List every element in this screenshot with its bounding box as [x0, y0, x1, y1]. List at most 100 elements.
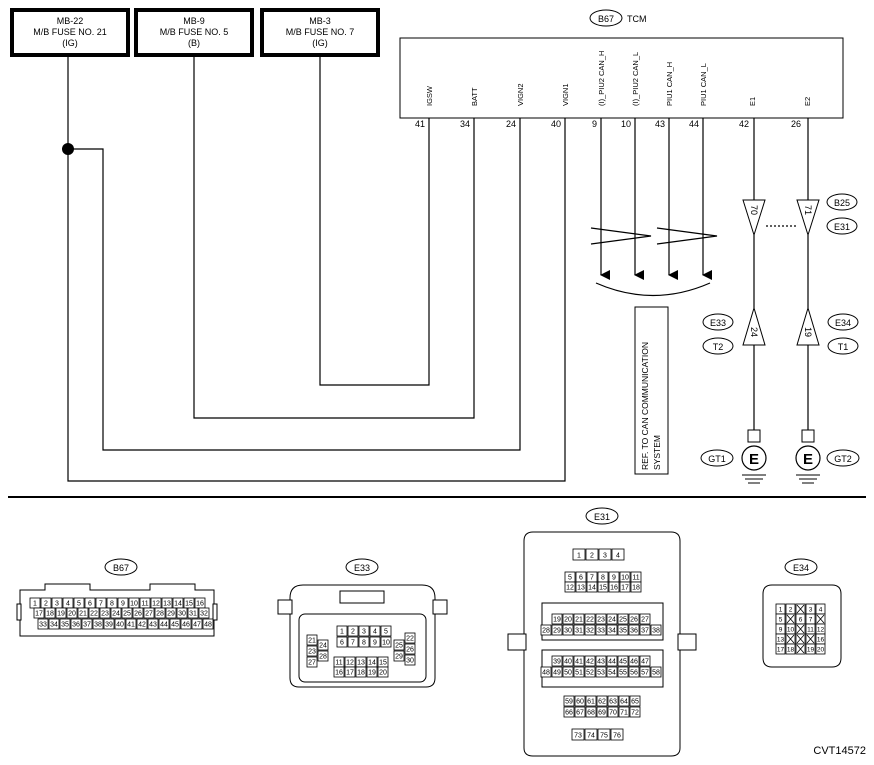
pin-cell	[103, 618, 115, 630]
pin-number: 36	[72, 622, 80, 629]
pin-number: 4	[616, 553, 620, 560]
pin-number: 3	[603, 553, 607, 560]
pin-cell	[562, 624, 574, 636]
pin-number: 58	[652, 670, 660, 677]
pin-cell	[574, 695, 586, 707]
lower-label-t2: T2	[713, 342, 724, 352]
pin-cell	[121, 607, 133, 619]
pin-number: 6	[799, 617, 803, 624]
pin-cell	[617, 666, 629, 678]
pin-cell	[187, 607, 199, 619]
pin-number: 18	[46, 611, 54, 618]
pin-cell	[562, 613, 574, 625]
pin-number: 61	[587, 699, 595, 706]
pin-cell	[377, 666, 389, 678]
pin-cell	[619, 581, 631, 593]
pin-cell	[380, 636, 392, 648]
junction-pin-left: 70	[749, 205, 759, 215]
pin-number: 42	[138, 622, 146, 629]
pin-number: 17	[621, 585, 629, 592]
pin-number: 41	[415, 119, 425, 129]
lower-label-t1: T1	[838, 342, 849, 352]
fuse-type: (B)	[188, 38, 200, 48]
pin-cell	[70, 618, 82, 630]
pin-number: 20	[68, 611, 76, 618]
pin-number: 14	[174, 601, 182, 608]
ground-label: GT1	[708, 454, 726, 464]
pin-cell	[369, 636, 381, 648]
pin-number: 8	[110, 601, 114, 608]
lower-pin-right: 19	[803, 327, 813, 337]
pin-number: 67	[576, 710, 584, 717]
pin-cell	[584, 728, 598, 741]
pin-number: 51	[575, 670, 583, 677]
pin-cell	[147, 618, 159, 630]
pin-number: 34	[50, 622, 58, 629]
connector-label: B67	[113, 563, 129, 573]
pin-number: 43	[149, 622, 157, 629]
pin-cell	[585, 706, 597, 718]
pin-cell	[191, 618, 203, 630]
pin-number: 75	[600, 733, 608, 740]
fuse-id: MB-22	[57, 16, 84, 26]
junction-connector: 70 71 B25 E31	[742, 193, 858, 237]
pin-number: 15	[599, 585, 607, 592]
pin-number: 9	[373, 640, 377, 647]
blank-pin-mark	[796, 634, 805, 644]
pin-number: 2	[590, 553, 594, 560]
pin-number: 52	[586, 670, 594, 677]
ground-symbol: E	[749, 451, 759, 468]
pin-cell	[136, 618, 148, 630]
pin-number: 9	[121, 601, 125, 608]
blank-pin-mark	[796, 624, 805, 634]
pin-cell	[551, 613, 563, 625]
pin-cell	[66, 607, 78, 619]
pin-number: 44	[160, 622, 168, 629]
tcm-name: TCM	[627, 14, 647, 24]
pin-cell	[628, 613, 640, 625]
diagram-code: CVT14572	[813, 745, 866, 757]
pin-number: 11	[141, 601, 148, 608]
pin-cell	[575, 581, 587, 593]
pin-number: 21	[308, 638, 316, 645]
pin-number: 45	[171, 622, 179, 629]
pin-number: 38	[94, 622, 102, 629]
pin-number: 10	[621, 575, 629, 582]
pin-number: 5	[384, 629, 388, 636]
pin-cell	[551, 655, 563, 667]
can-wires	[590, 118, 718, 296]
pin-cell	[650, 624, 662, 636]
pin-cell	[595, 666, 607, 678]
pin-cell	[77, 607, 89, 619]
pin-number: 11	[335, 660, 342, 667]
pin-number: 10	[130, 601, 138, 608]
pin-cell	[639, 613, 651, 625]
pin-cell	[563, 695, 575, 707]
lower-pin-left: 24	[749, 327, 759, 337]
pin-number: 6	[340, 640, 344, 647]
pin-number: 27	[145, 611, 153, 618]
pin-number: 2	[789, 607, 793, 614]
pin-cell	[573, 624, 585, 636]
fuse-name: M/B FUSE NO. 7	[286, 27, 355, 37]
ground-gt1: E GT1	[700, 429, 767, 484]
signal-label: E2	[803, 97, 812, 106]
pin-cell	[610, 728, 624, 741]
pin-cell	[606, 655, 618, 667]
pin-number: 65	[631, 699, 639, 706]
ground-label: GT2	[834, 454, 852, 464]
pin-number: 28	[156, 611, 164, 618]
pin-number: 48	[204, 622, 212, 629]
pin-number: 9	[612, 575, 616, 582]
pin-cell	[628, 655, 640, 667]
pin-cell	[595, 613, 607, 625]
pin-number: 31	[189, 611, 197, 618]
pin-number: 40	[564, 659, 572, 666]
pin-cell	[584, 613, 596, 625]
blank-pin-mark	[796, 644, 805, 654]
pin-number: 37	[641, 628, 649, 635]
pin-cell	[606, 624, 618, 636]
pin-cell	[169, 618, 181, 630]
pin-cell	[336, 636, 348, 648]
